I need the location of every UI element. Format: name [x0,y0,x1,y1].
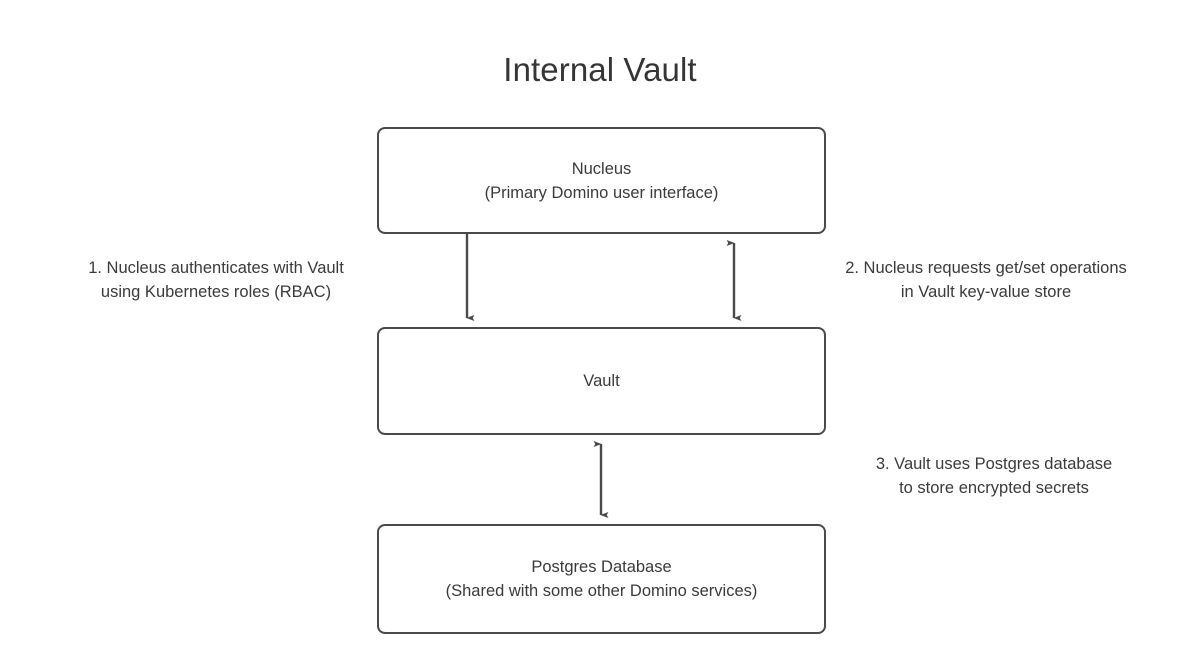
node-nucleus[interactable]: Nucleus (Primary Domino user interface) [377,127,826,234]
node-nucleus-subtitle: (Primary Domino user interface) [484,183,719,202]
annotation-step-3-line-2: to store encrypted secrets [899,479,1089,497]
annotation-step-2-line-2: in Vault key-value store [900,283,1072,301]
node-vault-title: Vault [583,372,620,390]
annotation-step-1-line-1: 1. Nucleus authenticates with Vault [88,259,344,277]
annotation-step-3: 3. Vault uses Postgres database to store… [822,452,1166,500]
node-postgres[interactable]: Postgres Database (Shared with some othe… [377,524,826,634]
annotation-step-2-line-1: 2. Nucleus requests get/set operations [845,259,1127,277]
page-title: Internal Vault [503,51,697,88]
node-postgres-title: Postgres Database [531,558,672,576]
node-nucleus-title: Nucleus [571,159,632,178]
node-postgres-subtitle: (Shared with some other Domino services) [445,582,758,600]
annotation-step-3-line-1: 3. Vault uses Postgres database [875,455,1113,473]
annotation-step-2: 2. Nucleus requests get/set operations i… [802,256,1170,304]
annotation-step-1: 1. Nucleus authenticates with Vault usin… [30,256,402,304]
node-vault[interactable]: Vault [377,327,826,435]
annotation-step-1-line-2: using Kubernetes roles (RBAC) [100,283,332,301]
